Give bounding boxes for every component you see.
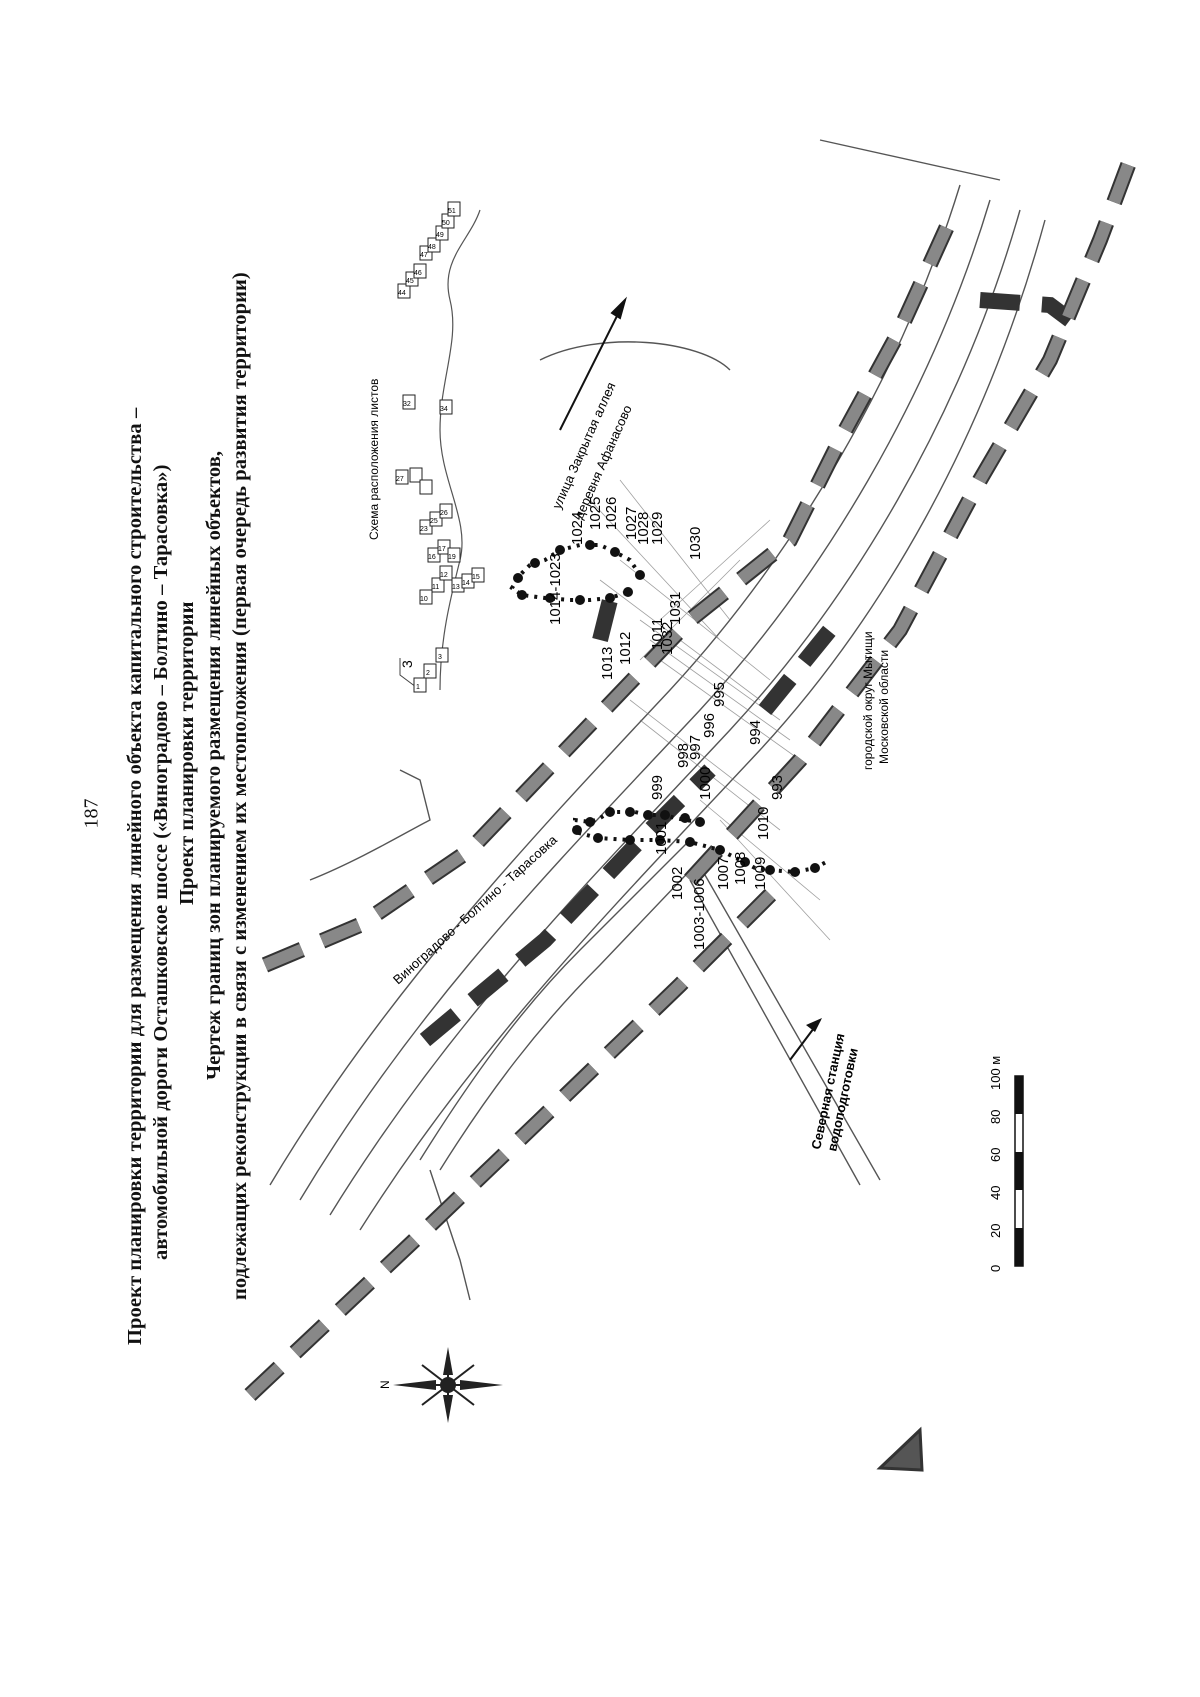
label-993: 993 [769,775,786,800]
boundary-points [513,540,820,877]
point-labels: 993 994 995 996 997 998 999 1000 1001 10… [547,497,786,950]
scale-tick-80: 80 [988,1110,1003,1124]
svg-text:49: 49 [436,232,444,239]
district-label-2: Московской области [877,650,891,764]
label-1026: 1026 [603,497,620,530]
scale-tick-40: 40 [988,1186,1003,1200]
svg-text:51: 51 [448,208,456,215]
label-1011: 1011 [649,618,666,650]
label-1009: 1009 [752,857,769,890]
svg-text:27: 27 [396,476,404,483]
scale-tick-20: 20 [988,1224,1003,1238]
zone-boundary-dashed [244,157,1138,1401]
svg-text:48: 48 [428,244,436,251]
scale-tick-100: 100 м [988,1056,1003,1090]
district-label-1: городской округ Мытищи [861,631,875,770]
label-996: 996 [701,713,718,738]
label-1008: 1008 [732,852,749,885]
inset-pointer-label: 3 [399,660,415,668]
scale-tick-0: 0 [988,1265,1003,1272]
label-1001: 1001 [653,822,670,855]
svg-text:15: 15 [472,574,480,581]
svg-text:34: 34 [440,406,448,413]
label-995: 995 [711,682,728,707]
station-arrow-head [806,1018,822,1032]
inset-title: Схема расположения листов [367,379,381,540]
svg-text:44: 44 [398,290,406,297]
svg-text:50: 50 [442,220,450,227]
street-arrow-head [610,296,627,320]
compass-rose-icon: N [378,1347,503,1423]
label-1000: 1000 [697,767,714,800]
svg-text:19: 19 [448,554,456,561]
label-998: 998 [675,743,692,768]
label-1002: 1002 [669,867,686,900]
svg-text:25: 25 [430,518,438,525]
label-1013: 1013 [599,647,616,680]
label-999: 999 [649,775,666,800]
label-1007: 1007 [715,857,732,890]
svg-text:32: 32 [403,401,411,408]
svg-text:16: 16 [428,554,436,561]
label-1012: 1012 [617,632,634,665]
street-arrow-line [559,299,626,431]
label-994: 994 [747,720,764,745]
label-1027: 1027 [623,507,640,540]
label-1010: 1010 [755,807,772,840]
inset-sheet-numbers: 1 2 3 10 11 12 13 14 15 16 17 19 23 25 2… [396,208,480,691]
svg-text:46: 46 [414,270,422,277]
label-1025: 1025 [587,497,604,530]
label-1029: 1029 [649,512,666,545]
svg-text:3: 3 [438,654,442,661]
scale-tick-60: 60 [988,1148,1003,1162]
svg-text:14: 14 [462,580,470,587]
zone-boundary-fill [245,157,1136,1400]
svg-text:10: 10 [420,596,428,603]
north-label: N [378,1380,392,1389]
label-997: 997 [687,735,704,760]
scale-bar: 0 20 40 60 80 100 м [988,1056,1024,1272]
svg-text:26: 26 [440,510,448,517]
label-1024: 1024 [569,512,586,545]
svg-text:11: 11 [432,584,439,591]
label-1032: 1032 [659,622,676,655]
svg-text:47: 47 [420,252,428,259]
svg-text:13: 13 [452,584,460,591]
road-label: Виноградово - Болтино - Тарасовка [390,832,561,988]
svg-text:2: 2 [426,670,430,677]
svg-text:45: 45 [406,278,414,285]
inset-scheme: Схема расположения листов 3 1 2 3 10 [367,201,485,693]
label-1031: 1031 [667,592,684,625]
label-1030: 1030 [687,527,704,560]
label-1003-1006: 1003-1006 [691,878,708,950]
road-edges [269,139,1046,1301]
svg-text:23: 23 [420,526,428,533]
svg-text:17: 17 [438,546,446,553]
svg-text:1: 1 [416,684,420,691]
svg-text:12: 12 [440,572,448,579]
corner-fragment [876,1426,924,1472]
label-1028: 1028 [635,512,652,545]
label-1014-1023: 1014-1023 [547,553,564,625]
